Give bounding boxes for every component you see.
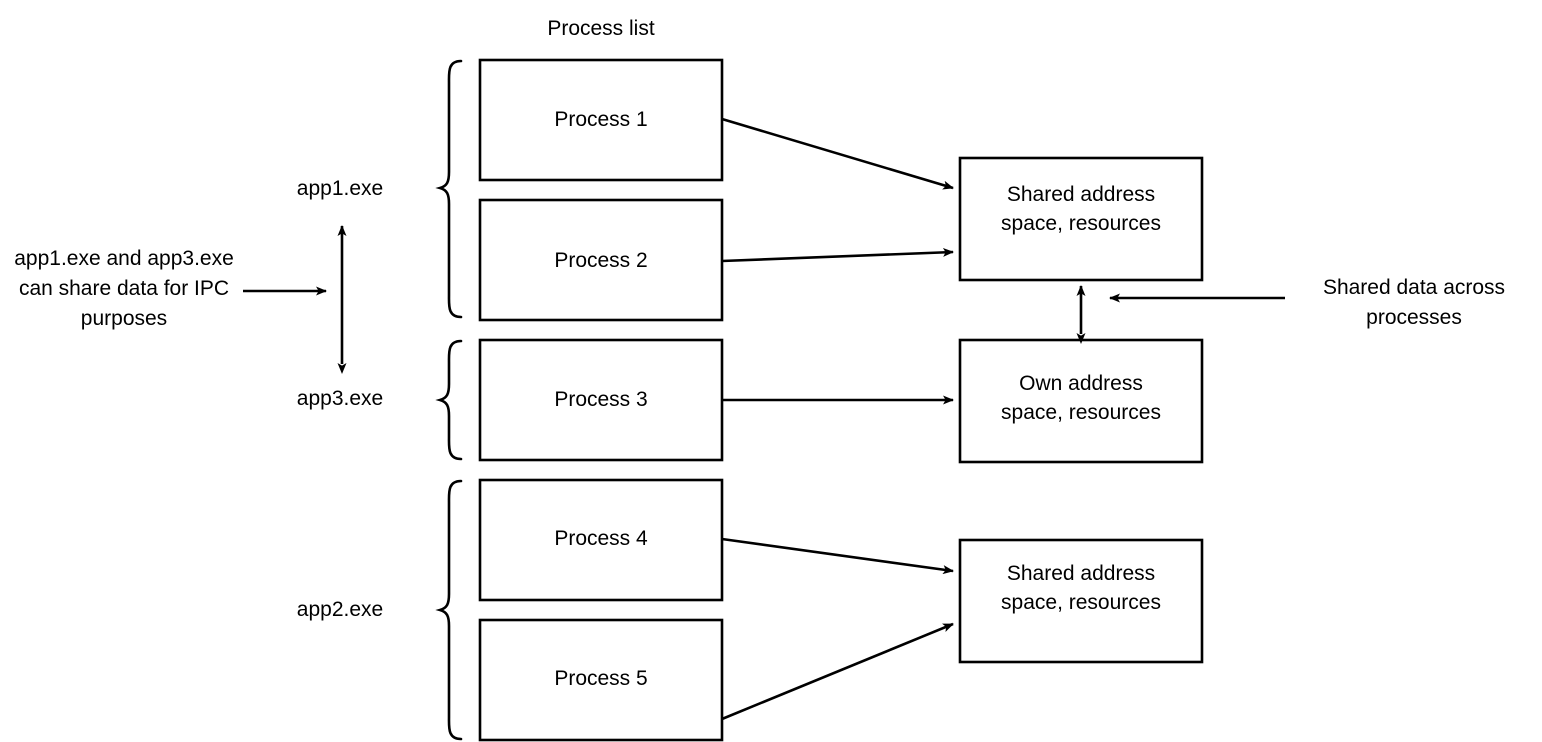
arrow-process2-to-shared — [721, 247, 954, 263]
memory-label-shared-1: Shared address space, resources — [960, 180, 1202, 238]
memory-label-own-line1: Own address — [1019, 372, 1143, 395]
memory-box-shared-2[interactable] — [958, 538, 1204, 664]
memory-label-own-line2: space, resources — [1001, 401, 1161, 424]
process-box-2[interactable] — [478, 198, 724, 322]
process-box-5[interactable] — [478, 618, 724, 742]
process-label-1: Process 1 — [554, 108, 648, 131]
arrow-process5-to-shared2 — [721, 622, 954, 721]
process-box-3[interactable] — [478, 338, 724, 462]
memory-label-shared-1-line1: Shared address — [1006, 183, 1156, 206]
arrow-process4-to-shared2 — [721, 537, 954, 575]
process-label-2: Process 2 — [554, 249, 648, 272]
process-label-4: Process 4 — [554, 527, 648, 550]
memory-label-shared-1-line2: space, resources — [1001, 212, 1161, 235]
memory-label-shared-2-line1: Shared address — [1006, 562, 1156, 585]
brace-app3 — [435, 339, 463, 461]
process-label-3: Process 3 — [554, 388, 648, 411]
memory-box-own[interactable] — [958, 338, 1204, 464]
process-label-5: Process 5 — [554, 667, 648, 690]
brace-app2 — [435, 479, 463, 741]
memory-box-shared-1[interactable] — [958, 156, 1204, 282]
arrow-process1-to-shared — [721, 117, 954, 190]
brace-app1 — [435, 59, 463, 319]
memory-label-own: Own address space, resources — [960, 369, 1202, 427]
process-box-1[interactable] — [478, 58, 724, 182]
memory-label-shared-2-line2: space, resources — [1001, 591, 1161, 614]
memory-label-shared-2: Shared address space, resources — [960, 559, 1202, 617]
